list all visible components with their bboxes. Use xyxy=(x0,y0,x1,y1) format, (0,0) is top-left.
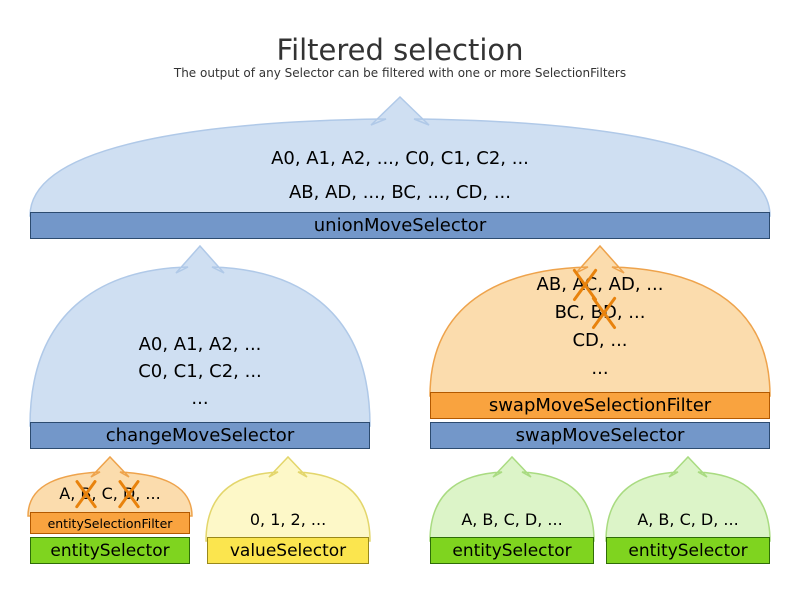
entity-left-funnel-output: A, B, C, D, ... xyxy=(430,508,594,532)
output-text: 0, 1, 2, ... xyxy=(249,510,327,529)
value-selector-bar: valueSelector xyxy=(207,537,369,564)
funnel-output-line: AB, AD, ..., BC, ..., CD, ... xyxy=(100,176,700,210)
output-text: AB, xyxy=(536,274,573,295)
swap-funnel-output: AB, AC, AD, ... BC, BD, ... CD, ... ... xyxy=(430,271,770,383)
output-text: , AD, ... xyxy=(597,274,664,295)
funnel-output-line: ... xyxy=(430,355,770,383)
crossed-out-item: B xyxy=(80,482,91,506)
output-text: , C, xyxy=(91,484,123,503)
crossed-out-item: D xyxy=(123,482,135,506)
output-text: C0, C1, C2, ... xyxy=(138,361,262,382)
change-funnel-output: A0, A1, A2, ... C0, C1, C2, ... ... xyxy=(30,331,370,412)
bar-label: entitySelectionFilter xyxy=(47,515,173,531)
union-move-selector-bar: unionMoveSelector xyxy=(30,212,770,239)
funnel-output-line: 0, 1, 2, ... xyxy=(206,508,370,532)
funnel-output-line: AB, AC, AD, ... xyxy=(430,271,770,299)
output-text: A, B, C, D, ... xyxy=(461,510,563,529)
entity-funnel-shape-right xyxy=(605,455,771,542)
crossed-out-item: AC xyxy=(573,271,598,299)
page-subtitle: The output of any Selector can be filter… xyxy=(173,66,627,80)
union-funnel-shape xyxy=(29,95,771,217)
bar-label: unionMoveSelector xyxy=(313,215,487,236)
bar-label: changeMoveSelector xyxy=(105,425,295,446)
funnel-output-line: A0, A1, A2, ..., C0, C1, C2, ... xyxy=(100,142,700,176)
page-title: Filtered selection xyxy=(276,33,524,67)
bar-label: entitySelector xyxy=(452,540,572,561)
output-text: CD, ... xyxy=(572,330,628,351)
entity-selector-bar-right: entitySelector xyxy=(606,537,770,564)
bar-label: valueSelector xyxy=(229,540,347,561)
entity-selection-filter-bar: entitySelectionFilter xyxy=(30,512,190,534)
output-text: ... xyxy=(591,358,609,379)
output-text: BC, xyxy=(554,302,591,323)
funnel-output-line: CD, ... xyxy=(430,327,770,355)
entity-right-funnel-output: A, B, C, D, ... xyxy=(606,508,770,532)
output-text: A, B, C, D, ... xyxy=(637,510,739,529)
output-text: A, xyxy=(59,484,81,503)
funnel-output-line: ... xyxy=(30,385,370,412)
entity-filtered-funnel-shape xyxy=(27,455,193,517)
output-text: A0, A1, A2, ..., C0, C1, C2, ... xyxy=(271,148,529,169)
funnel-output-line: C0, C1, C2, ... xyxy=(30,358,370,385)
swap-move-selector-bar: swapMoveSelector xyxy=(430,422,770,449)
funnel-output-line: A, B, C, D, ... xyxy=(28,482,192,506)
value-funnel-shape xyxy=(205,455,371,542)
entity-filtered-funnel-output: A, B, C, D, ... xyxy=(28,482,192,506)
funnel-output-line: A, B, C, D, ... xyxy=(430,508,594,532)
union-funnel-output: A0, A1, A2, ..., C0, C1, C2, ... AB, AD,… xyxy=(100,142,700,210)
entity-selector-bar-left: entitySelector xyxy=(430,537,594,564)
bar-label: swapMoveSelectionFilter xyxy=(488,395,712,416)
output-text: , ... xyxy=(616,302,646,323)
output-text: , ... xyxy=(135,484,161,503)
swap-move-selection-filter-bar: swapMoveSelectionFilter xyxy=(430,392,770,419)
funnel-output-line: A, B, C, D, ... xyxy=(606,508,770,532)
entity-selector-bar-filtered: entitySelector xyxy=(30,537,190,564)
value-funnel-output: 0, 1, 2, ... xyxy=(206,508,370,532)
output-text: ... xyxy=(191,388,209,409)
output-text: A0, A1, A2, ... xyxy=(138,334,262,355)
funnel-output-line: A0, A1, A2, ... xyxy=(30,331,370,358)
crossed-out-item: BD xyxy=(591,299,617,327)
bar-label: entitySelector xyxy=(50,540,170,561)
funnel-output-line: BC, BD, ... xyxy=(430,299,770,327)
entity-funnel-shape-left xyxy=(429,455,595,542)
bar-label: entitySelector xyxy=(628,540,748,561)
bar-label: swapMoveSelector xyxy=(515,425,685,446)
change-funnel-shape xyxy=(29,244,371,427)
output-text: AB, AD, ..., BC, ..., CD, ... xyxy=(288,182,512,203)
change-move-selector-bar: changeMoveSelector xyxy=(30,422,370,449)
